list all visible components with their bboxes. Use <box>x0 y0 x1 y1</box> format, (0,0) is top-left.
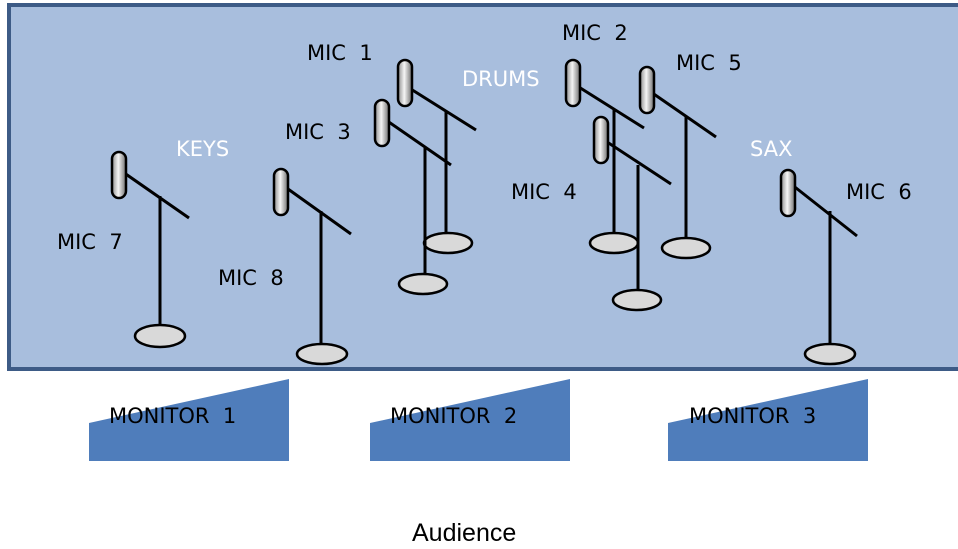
mic-base <box>422 231 474 255</box>
mic-head-icon <box>564 58 582 108</box>
mic-base <box>397 272 449 296</box>
mic-base <box>660 236 712 260</box>
mic-head-icon <box>110 150 128 200</box>
monitor-label-2: MONITOR 2 <box>390 404 517 428</box>
monitor-wedge-icon <box>370 379 570 461</box>
mic-label-2: MIC 2 <box>562 21 628 45</box>
mic-head-icon <box>638 65 656 115</box>
mic-stand-1 <box>396 58 477 255</box>
mic-head-icon <box>373 98 391 148</box>
mic-head-icon <box>396 58 414 108</box>
monitor-2: MONITOR 2 <box>370 379 570 461</box>
zone-label-drums: DRUMS <box>462 67 540 91</box>
audience-label: Audience <box>412 519 516 547</box>
mic-head-icon <box>592 115 610 165</box>
mic-stand-7 <box>110 150 190 349</box>
monitor-label-3: MONITOR 3 <box>689 404 816 428</box>
mic-stand-3 <box>373 98 452 296</box>
mic-base <box>803 342 857 366</box>
mic-label-5: MIC 5 <box>676 51 742 75</box>
mic-head-icon <box>779 168 797 218</box>
mic-base <box>588 231 640 255</box>
monitor-wedge-icon <box>668 379 868 461</box>
monitor-wedge-icon <box>89 379 289 461</box>
zone-label-sax: SAX <box>750 137 792 161</box>
monitor-3: MONITOR 3 <box>668 379 868 461</box>
mic-label-4: MIC 4 <box>511 180 577 204</box>
mic-stand-4 <box>592 115 672 312</box>
mic-base <box>133 323 187 349</box>
mic-stand-5 <box>638 65 717 260</box>
mic-stand-8 <box>272 167 352 366</box>
stage-area <box>7 3 958 371</box>
mic-label-1: MIC 1 <box>307 41 373 65</box>
mic-base <box>295 342 349 366</box>
monitor-1: MONITOR 1 <box>89 379 289 461</box>
mic-stand-6 <box>779 168 858 366</box>
monitor-label-1: MONITOR 1 <box>109 404 236 428</box>
mic-base <box>611 288 663 312</box>
mic-label-6: MIC 6 <box>846 180 912 204</box>
mic-label-3: MIC 3 <box>285 120 351 144</box>
mic-label-7: MIC 7 <box>57 230 123 254</box>
zone-label-keys: KEYS <box>176 137 229 161</box>
mic-label-8: MIC 8 <box>218 266 284 290</box>
mic-head-icon <box>272 167 290 217</box>
